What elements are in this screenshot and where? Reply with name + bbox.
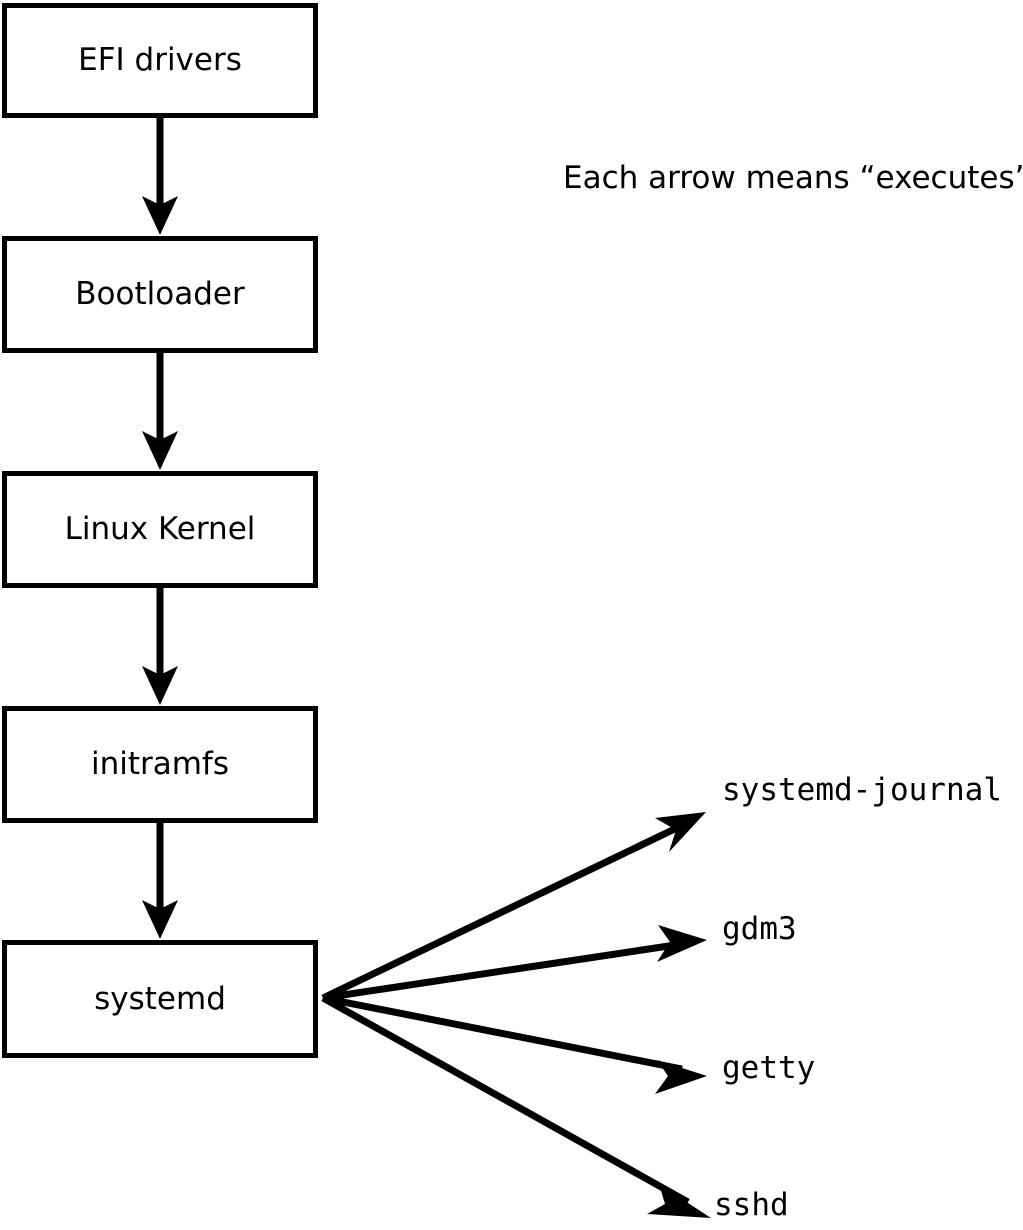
diagram-caption: Each arrow means “executes”. bbox=[563, 160, 1023, 196]
leaf-label-getty[interactable]: getty bbox=[722, 1050, 816, 1086]
chain-arrow-bootloader-to-kernel bbox=[142, 353, 178, 470]
fanout-arrow-getty bbox=[322, 994, 707, 1094]
fanout-arrow-sshd bbox=[321, 994, 711, 1218]
chain-arrow-initramfs-to-systemd bbox=[142, 823, 178, 939]
node-label-efi-drivers: EFI drivers bbox=[78, 42, 242, 78]
fanout-arrow-group bbox=[321, 812, 711, 1218]
node-label-systemd: systemd bbox=[94, 980, 226, 1017]
node-label-bootloader: Bootloader bbox=[75, 276, 245, 312]
fanout-arrow-gdm3 bbox=[322, 925, 707, 1002]
node-box-initramfs[interactable]: initramfs bbox=[2, 706, 318, 823]
node-label-linux-kernel: Linux Kernel bbox=[64, 511, 256, 547]
node-box-systemd[interactable]: systemd bbox=[2, 940, 318, 1058]
chain-arrow-group bbox=[142, 118, 178, 939]
leaf-label-gdm3[interactable]: gdm3 bbox=[722, 911, 797, 947]
fanout-arrow-systemd-journal bbox=[321, 812, 706, 1002]
chain-arrow-kernel-to-initramfs bbox=[142, 588, 178, 705]
leaf-label-systemd-journal[interactable]: systemd-journal bbox=[722, 772, 1002, 808]
node-box-efi-drivers[interactable]: EFI drivers bbox=[2, 3, 318, 118]
chain-arrow-efi-to-bootloader bbox=[142, 118, 178, 235]
node-box-linux-kernel[interactable]: Linux Kernel bbox=[2, 471, 318, 588]
leaf-label-sshd[interactable]: sshd bbox=[714, 1187, 789, 1223]
node-label-initramfs: initramfs bbox=[90, 746, 230, 782]
node-box-bootloader[interactable]: Bootloader bbox=[2, 236, 318, 353]
